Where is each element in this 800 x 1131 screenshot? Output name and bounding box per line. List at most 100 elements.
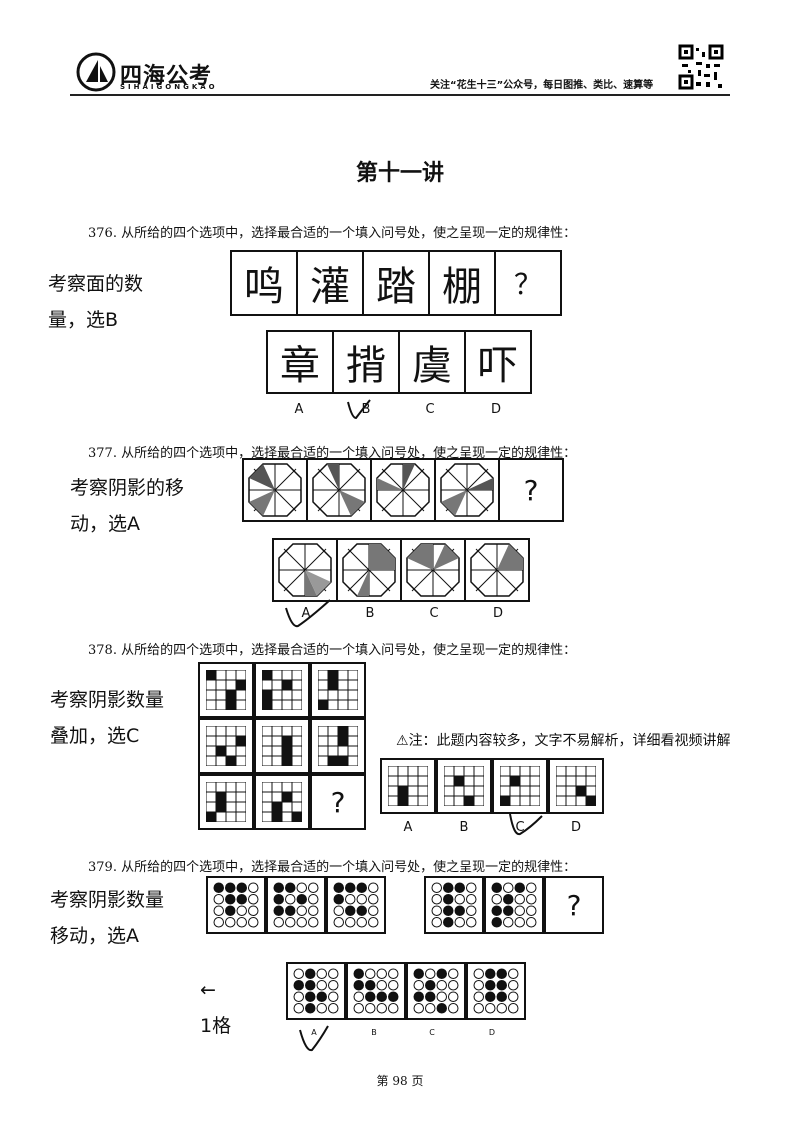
option-label: B (361, 402, 371, 417)
option-a[interactable] (380, 758, 436, 814)
octagon-cell (242, 458, 308, 522)
option-d[interactable] (466, 962, 526, 1020)
qr-code-icon (678, 44, 724, 90)
grid-figure (388, 766, 428, 806)
grid-cell (198, 662, 254, 718)
option-label: C (515, 820, 525, 835)
option-label: C (425, 402, 435, 417)
option-d[interactable] (548, 758, 604, 814)
warning-icon: ⚠ (396, 733, 409, 749)
grid-cell (198, 774, 254, 830)
grid-figure (500, 766, 540, 806)
dot-cell (206, 876, 266, 934)
grid-cell (254, 774, 310, 830)
checkmark-icon (509, 813, 543, 836)
octagon-figure (312, 463, 366, 517)
dot-figure (293, 968, 339, 1014)
dot-cell (484, 876, 544, 934)
option-c[interactable] (492, 758, 548, 814)
checkmark-icon (347, 399, 371, 420)
dot-figure (273, 882, 319, 928)
option-c[interactable] (400, 538, 466, 602)
dot-cell (326, 876, 386, 934)
dot-cell (424, 876, 484, 934)
grid-figure (444, 766, 484, 806)
option-label: C (429, 606, 439, 621)
option-label: C (429, 1028, 435, 1037)
glyph-cell: 踏 (362, 250, 430, 316)
grid-cell (198, 718, 254, 774)
dot-figure (473, 968, 519, 1014)
octagon-figure (470, 543, 524, 597)
option-label: B (371, 1028, 377, 1037)
question-mark-cell: ? (498, 458, 564, 522)
option-a[interactable] (286, 962, 346, 1020)
handwritten-note-377: 考察阴影的移动，选A (70, 477, 185, 535)
option-d[interactable] (464, 538, 530, 602)
option-label: B (365, 606, 375, 621)
dot-figure (413, 968, 459, 1014)
handwritten-note-379: 考察阴影数量移动，选A (50, 889, 165, 947)
option-label: D (490, 402, 501, 417)
question-mark: ? (330, 785, 346, 819)
grid-figure (262, 782, 302, 822)
octagon-figure (440, 463, 494, 517)
octagon-figure (278, 543, 332, 597)
option-label: A (294, 402, 304, 417)
dot-figure (213, 882, 259, 928)
option-c[interactable] (406, 962, 466, 1020)
grid-figure (318, 670, 358, 710)
question-379-text: 379. 从所给的四个选项中，选择最合适的一个填入问号处，使之呈现一定的规律性： (88, 860, 577, 875)
option-b[interactable] (346, 962, 406, 1020)
option-b[interactable]: 揹 (332, 330, 400, 394)
octagon-cell (306, 458, 372, 522)
dot-cell (266, 876, 326, 934)
brand-subtitle: SIHAIGONGKAO (120, 83, 218, 91)
option-b[interactable] (436, 758, 492, 814)
grid-cell (310, 662, 366, 718)
grid-cell (310, 718, 366, 774)
option-b[interactable] (336, 538, 402, 602)
octagon-cell (434, 458, 500, 522)
grid-figure (262, 670, 302, 710)
grid-figure (206, 782, 246, 822)
handwritten-note-378: 考察阴影数量叠加，选C (50, 689, 165, 747)
octagon-figure (406, 543, 460, 597)
grid-cell (254, 662, 310, 718)
glyph-cell: 鸣 (230, 250, 298, 316)
octagon-cell (370, 458, 436, 522)
dot-figure (333, 882, 379, 928)
option-label: A (311, 1028, 317, 1037)
grid-figure (318, 726, 358, 766)
question-377-text: 377. 从所给的四个选项中，选择最合适的一个填入问号处，使之呈现一定的规律性： (88, 446, 577, 461)
question-mark: ? (566, 888, 582, 922)
option-label: A (403, 820, 413, 835)
option-c[interactable]: 虞 (398, 330, 466, 394)
grid-figure (206, 670, 246, 710)
option-label: D (492, 606, 503, 621)
grid-cell (254, 718, 310, 774)
header-divider (70, 94, 730, 96)
grid-figure (206, 726, 246, 766)
handwritten-arrow-note: ←1格 (200, 979, 232, 1037)
glyph-cell: 棚 (428, 250, 496, 316)
checkmark-icon (285, 599, 331, 628)
option-label: D (570, 820, 581, 835)
option-label: D (488, 1028, 496, 1037)
header-slogan: 关注“花生十三”公众号，每日图推、类比、速算等 (430, 80, 654, 91)
octagon-figure (248, 463, 302, 517)
brand-name: 四海公考 (120, 64, 213, 89)
question-mark-cell: ？ (494, 250, 562, 316)
option-a[interactable]: 章 (266, 330, 334, 394)
option-d[interactable]: 吓 (464, 330, 532, 394)
question-378-text: 378. 从所给的四个选项中，选择最合适的一个填入问号处，使之呈现一定的规律性： (88, 643, 577, 658)
grid-figure (556, 766, 596, 806)
question-mark-cell: ? (544, 876, 604, 934)
octagon-figure (376, 463, 430, 517)
option-label: A (301, 606, 311, 621)
grid-cell: ? (310, 774, 366, 830)
octagon-figure (342, 543, 396, 597)
warning-note: ⚠注：此题内容较多，文字不易解析，详细看视频讲解 (396, 733, 731, 749)
option-a[interactable] (272, 538, 338, 602)
page-title: 第十一讲 (355, 160, 444, 186)
